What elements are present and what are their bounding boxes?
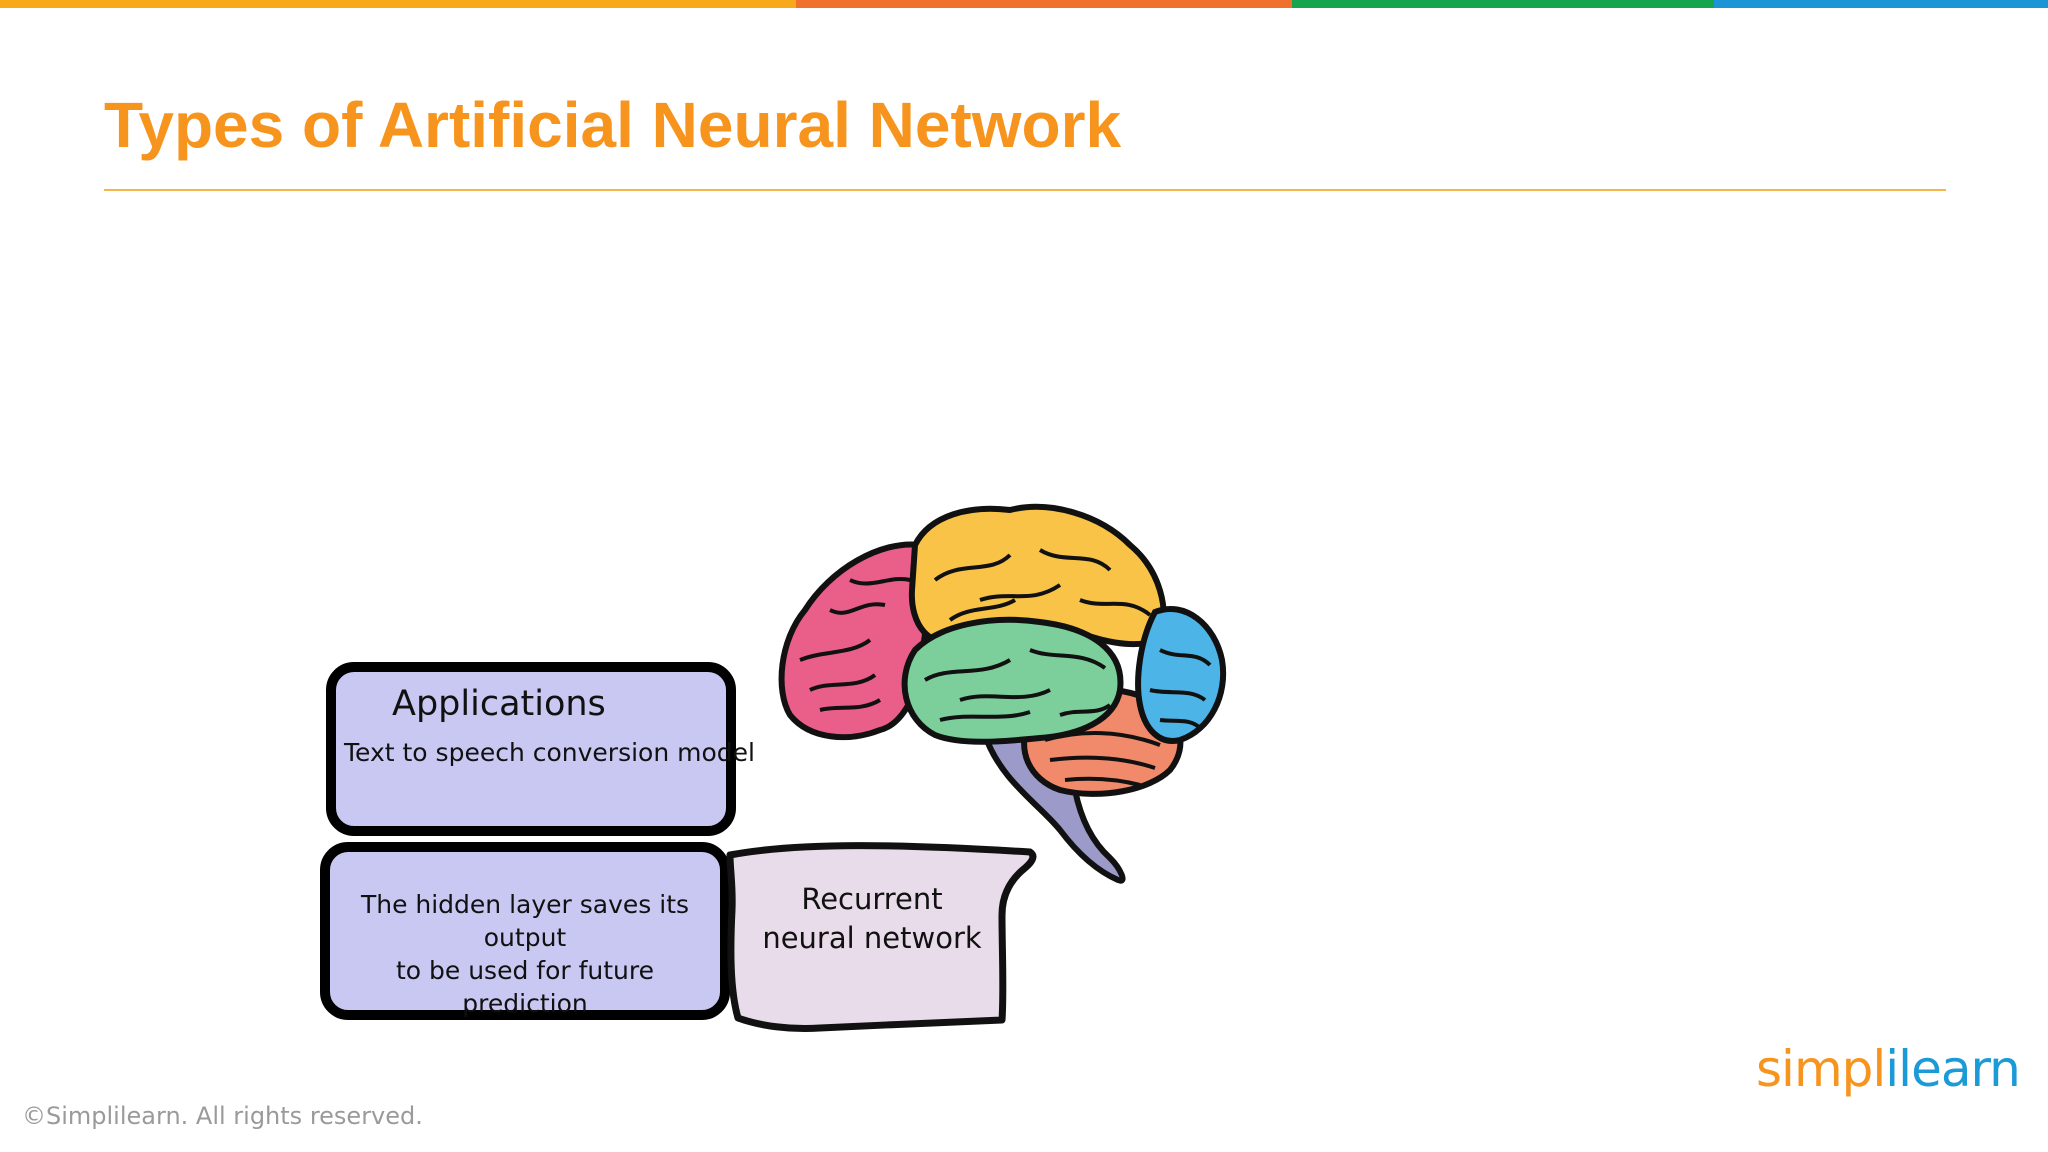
logo-part-2: ilearn — [1885, 1040, 2021, 1098]
title-divider — [104, 189, 1946, 191]
hidden-layer-line-1: The hidden layer saves its output — [360, 890, 690, 952]
top-bar-segment-blue — [1714, 0, 2048, 8]
rnn-flag-label: Recurrent neural network — [732, 880, 1012, 958]
occipital-lobe — [1135, 605, 1227, 744]
hidden-layer-box: The hidden layer saves its output to be … — [320, 842, 730, 1020]
hidden-layer-text: The hidden layer saves its output to be … — [330, 888, 720, 1020]
rnn-line-2: neural network — [762, 921, 982, 955]
applications-box: Applications Text to speech conversion m… — [326, 662, 755, 836]
logo-part-1: simpl — [1756, 1040, 1886, 1098]
applications-text: Text to speech conversion model — [344, 738, 755, 767]
simplilearn-logo: simplilearn — [1756, 1040, 2021, 1098]
applications-heading: Applications — [392, 684, 606, 724]
hidden-layer-line-2: to be used for future prediction — [395, 956, 655, 1018]
top-bar-segment-yellow — [0, 0, 796, 8]
top-bar-segment-green — [1292, 0, 1714, 8]
slide-title: Types of Artificial Neural Network — [104, 89, 1122, 161]
top-bar-segment-orange — [796, 0, 1292, 8]
copyright-footer: ©Simplilearn. All rights reserved. — [22, 1102, 423, 1130]
rnn-line-1: Recurrent — [801, 882, 943, 916]
top-color-bar — [0, 0, 2048, 8]
